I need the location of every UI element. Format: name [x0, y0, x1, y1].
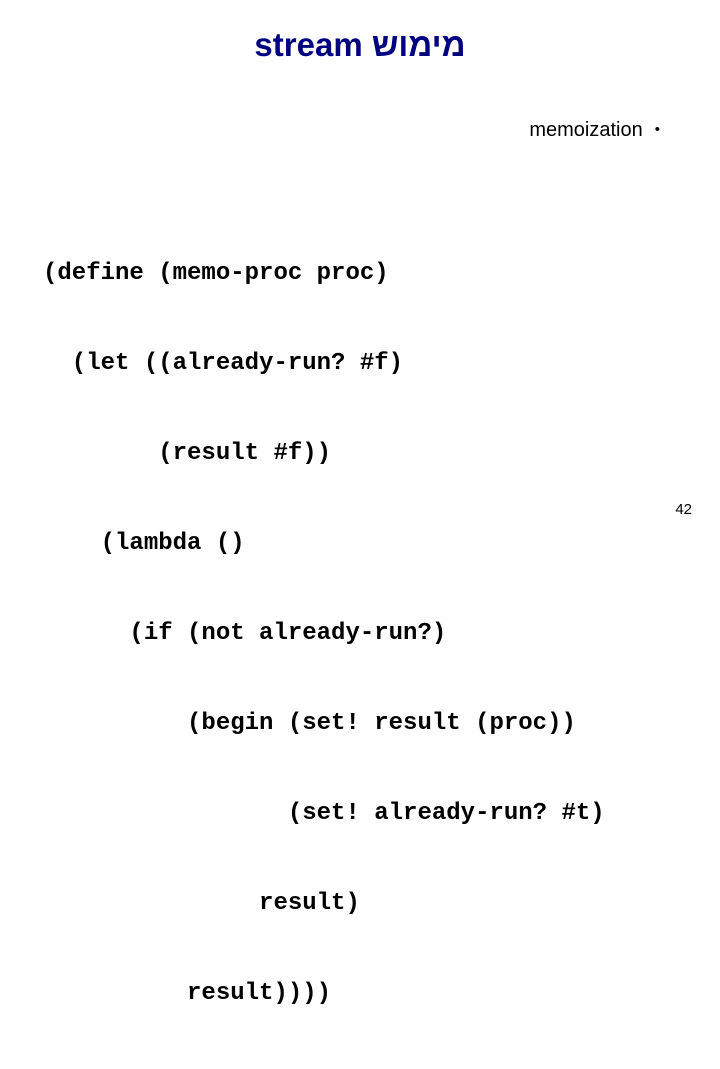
code-line: result)))): [43, 980, 332, 1007]
slide-canvas: stream מימוש • memoization (define (memo-…: [43, 26, 692, 1007]
code-line: result): [43, 890, 360, 917]
list-item: • memoization: [60, 116, 660, 144]
code-line: (result #f)): [43, 440, 332, 467]
code-line: (set! already-run? #t): [43, 800, 605, 827]
bullet-item-label: memoization: [529, 119, 643, 141]
code-line: (let ((already-run? #f): [43, 350, 404, 377]
page-number: 42: [675, 501, 692, 518]
code-line: (begin (set! result (proc)): [43, 710, 576, 737]
code-block: (define (memo-proc proc) (let ((already-…: [43, 199, 683, 1069]
code-line: (if (not already-run?): [43, 620, 447, 647]
code-line: (define (memo-proc proc): [43, 260, 389, 287]
bullet-point-icon: •: [654, 121, 660, 138]
code-line: (lambda (): [43, 530, 245, 557]
page-title: stream מימוש: [254, 26, 466, 63]
bullet-list: • memoization: [60, 116, 660, 144]
